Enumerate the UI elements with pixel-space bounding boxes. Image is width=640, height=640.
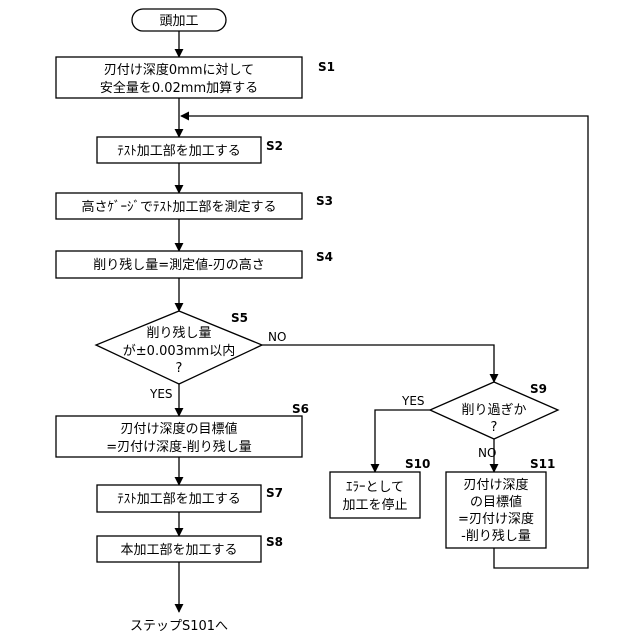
- start-label: 頭加工: [159, 14, 198, 29]
- s5-line-3: ?: [176, 361, 183, 376]
- start-terminal: 頭加工: [132, 9, 226, 31]
- s8-step-label: S8: [266, 535, 283, 549]
- s11-line-3: =刃付け深度: [458, 511, 534, 527]
- decision-s5: 削り残し量 が±0.003mm以内 ? S5: [96, 311, 262, 384]
- s1-line-2: 安全量を0.02mm加算する: [100, 80, 258, 96]
- s9-line-2: ?: [491, 420, 498, 435]
- s5-line-1: 削り残し量: [146, 326, 211, 341]
- s5-yes-label: YES: [149, 387, 173, 401]
- s6-line-2: =刃付け深度-削り残し量: [106, 439, 252, 455]
- end-label: ステップS101へ: [130, 619, 228, 634]
- s9-yes-label: YES: [401, 394, 425, 408]
- s9-line-1: 削り過ぎか: [461, 403, 526, 418]
- s6-line-1: 刃付け深度の目標値: [120, 421, 237, 437]
- s3-line-1: 高さｹﾞｰｼﾞでﾃｽﾄ加工部を測定する: [81, 199, 276, 215]
- s8-line-1: 本加工部を加工する: [120, 543, 237, 558]
- s11-line-1: 刃付け深度: [463, 477, 528, 493]
- s7-line-1: ﾃｽﾄ加工部を加工する: [117, 492, 241, 507]
- s11-line-4: -削り残し量: [461, 529, 531, 544]
- s2-line-1: ﾃｽﾄ加工部を加工する: [117, 144, 241, 159]
- process-s11: 刃付け深度 の目標値 =刃付け深度 -削り残し量 S11: [446, 457, 555, 548]
- s5-no-label: NO: [268, 330, 286, 344]
- decision-s9: 削り過ぎか ? S9: [430, 382, 558, 439]
- process-s3: 高さｹﾞｰｼﾞでﾃｽﾄ加工部を測定する S3: [56, 193, 333, 219]
- process-s8: 本加工部を加工する S8: [97, 535, 283, 562]
- s5-step-label: S5: [231, 311, 248, 325]
- s3-step-label: S3: [316, 194, 333, 208]
- s5-line-2: が±0.003mm以内: [123, 343, 235, 359]
- process-s7: ﾃｽﾄ加工部を加工する S7: [97, 485, 283, 512]
- s10-step-label: S10: [405, 457, 430, 471]
- s10-line-2: 加工を停止: [342, 497, 407, 513]
- s1-step-label: S1: [318, 60, 335, 74]
- s6-step-label: S6: [292, 402, 309, 416]
- process-s6: 刃付け深度の目標値 =刃付け深度-削り残し量 S6: [56, 402, 309, 457]
- process-s4: 削り残し量=測定値-刃の高さ S4: [56, 250, 333, 278]
- edge-s5-no-s9: [262, 345, 494, 382]
- s11-step-label: S11: [530, 457, 555, 471]
- process-s2: ﾃｽﾄ加工部を加工する S2: [97, 137, 283, 163]
- s1-line-1: 刃付け深度0mmに対して: [104, 62, 254, 78]
- s4-line-1: 削り残し量=測定値-刃の高さ: [93, 257, 265, 273]
- process-s1: 刃付け深度0mmに対して 安全量を0.02mm加算する S1: [56, 57, 335, 98]
- s11-line-2: の目標値: [470, 494, 522, 510]
- s10-line-1: ｴﾗｰとして: [346, 480, 404, 495]
- s9-no-label: NO: [478, 446, 496, 460]
- s9-step-label: S9: [530, 382, 547, 396]
- process-s10: ｴﾗｰとして 加工を停止 S10: [330, 457, 430, 518]
- s7-step-label: S7: [266, 486, 283, 500]
- s2-step-label: S2: [266, 139, 283, 153]
- s4-step-label: S4: [316, 250, 333, 264]
